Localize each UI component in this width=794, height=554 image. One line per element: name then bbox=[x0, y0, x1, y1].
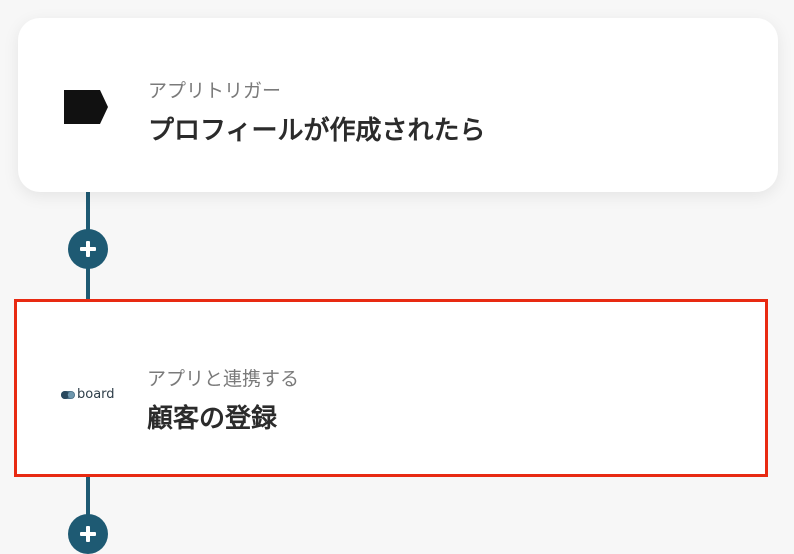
plus-icon bbox=[80, 526, 96, 542]
add-step-button[interactable] bbox=[68, 514, 108, 554]
action-step-title: 顧客の登録 bbox=[147, 404, 278, 434]
flow-connector-line bbox=[86, 477, 90, 537]
action-step-card[interactable]: board アプリと連携する 顧客の登録 bbox=[14, 299, 768, 477]
board-logo-icon: board bbox=[61, 386, 121, 404]
board-logo-text: board bbox=[77, 387, 115, 402]
add-step-button[interactable] bbox=[68, 229, 108, 269]
flag-icon bbox=[64, 90, 112, 124]
action-step-type: アプリと連携する bbox=[147, 368, 300, 390]
trigger-step-type: アプリトリガー bbox=[148, 80, 282, 102]
trigger-step-card[interactable]: アプリトリガー プロフィールが作成されたら bbox=[18, 18, 778, 192]
plus-icon bbox=[80, 241, 96, 257]
trigger-step-title: プロフィールが作成されたら bbox=[148, 116, 486, 146]
